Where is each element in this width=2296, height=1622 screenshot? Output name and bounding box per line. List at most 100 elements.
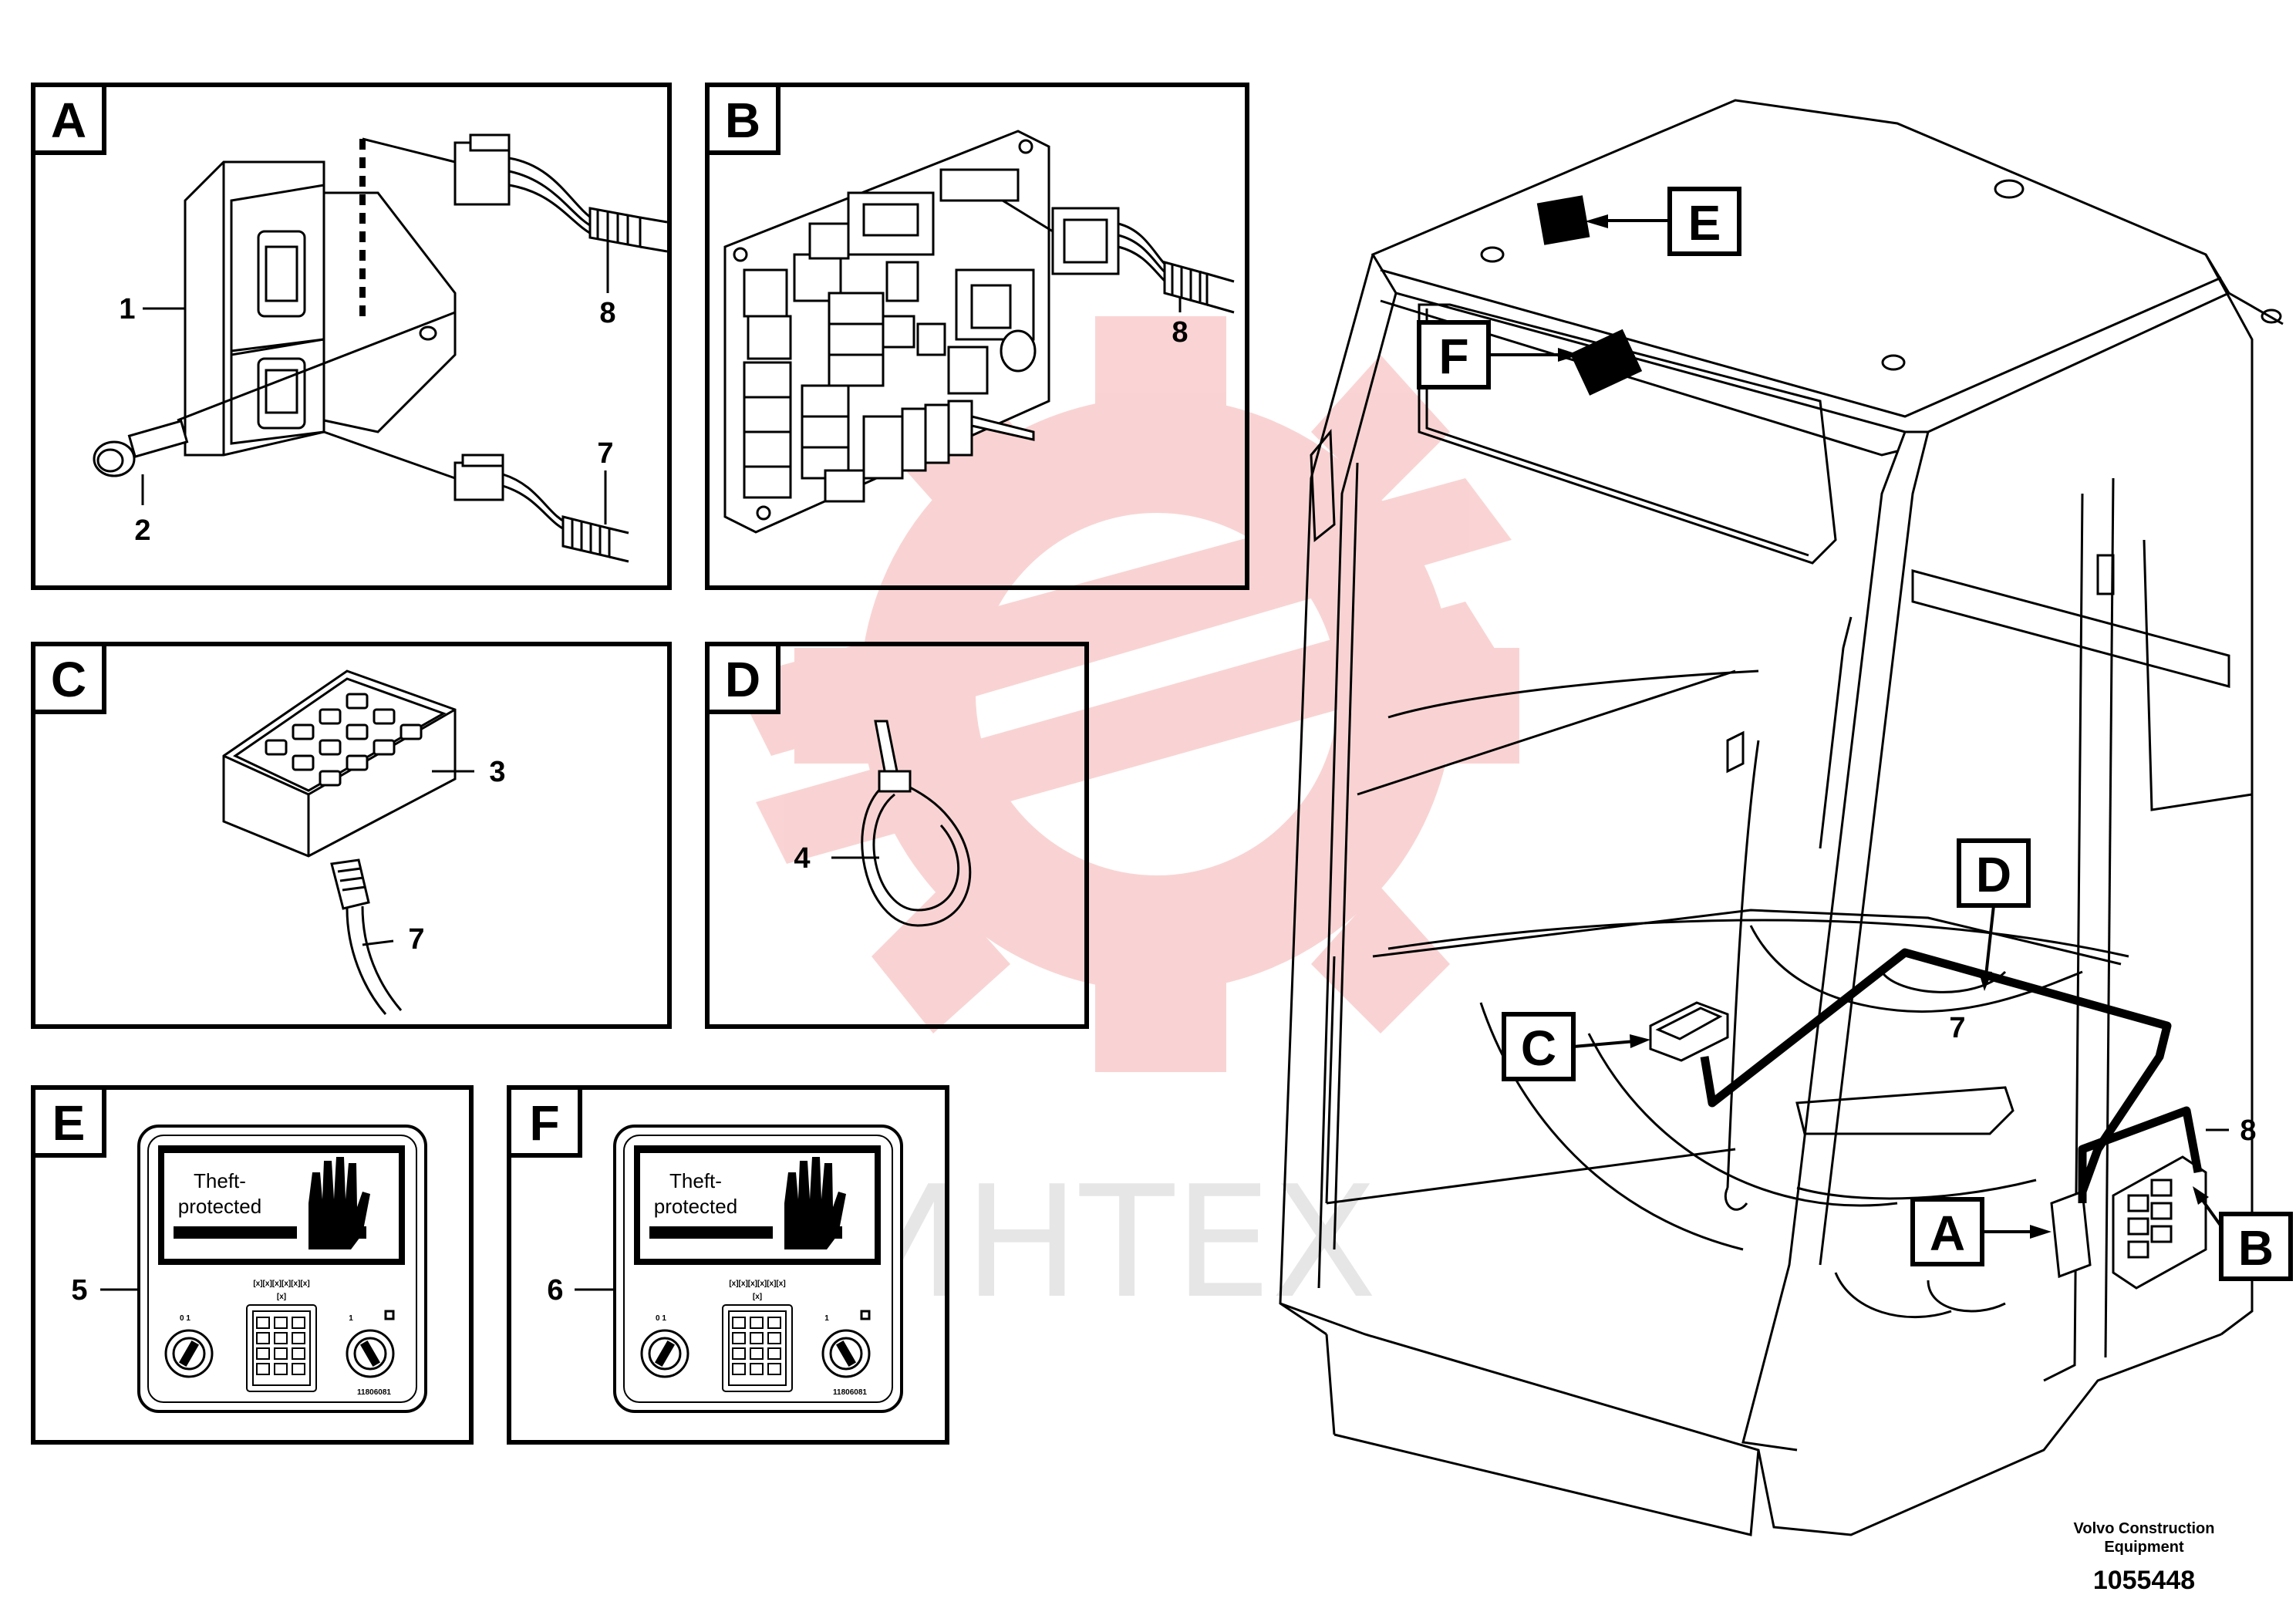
- panel-f-frame: [507, 1085, 949, 1445]
- panel-c-letter-box: [31, 642, 106, 714]
- callout-8-a: 8: [599, 297, 615, 329]
- panel-f-letter-box: [507, 1085, 582, 1158]
- connector-top: [453, 133, 595, 237]
- panel-e: E Theft- protected [x][x][x][x][x][x] [x…: [31, 1085, 474, 1445]
- hand-icon: [784, 1157, 846, 1249]
- harness-sleeve-top: [588, 207, 668, 253]
- electronic-unit-location: [2050, 1189, 2092, 1279]
- decal-f: Theft- protected [x][x][x][x][x][x] [x] …: [613, 1125, 903, 1413]
- callout-5: 5: [71, 1274, 87, 1307]
- decal-e-line1: Theft-: [194, 1169, 246, 1192]
- cable-7-route: [1700, 948, 2172, 1193]
- cab-label-f: F: [1417, 320, 1580, 389]
- hand-icon: [308, 1157, 370, 1249]
- svg-text:A: A: [1930, 1206, 1965, 1261]
- decal-e-left-key-icon: [164, 1329, 214, 1378]
- mounting-bracket: [323, 191, 457, 433]
- panel-d-letter-box: [705, 642, 781, 714]
- decal-e-part-no: 11806081: [357, 1388, 391, 1397]
- credit-line2: Equipment: [2104, 1539, 2184, 1556]
- panel-a-letter: A: [51, 93, 86, 148]
- cab-label-c: C: [1502, 1012, 1650, 1081]
- panel-a: A: [31, 83, 672, 590]
- cab-label-d: D: [1957, 838, 2031, 991]
- relay-board-location: [2112, 1155, 2207, 1290]
- decal-f-right-key-icon: [821, 1310, 871, 1378]
- leader-bottom-connector: [323, 430, 456, 480]
- theft-keypad: [222, 669, 457, 858]
- callout-6: 6: [547, 1274, 563, 1307]
- decal-f-line2: protected: [654, 1195, 737, 1218]
- decal-e-left-key-marks: 0 1: [180, 1314, 190, 1323]
- callout-3: 3: [489, 756, 505, 788]
- panel-a-frame: [31, 83, 672, 590]
- callout-8-b: 8: [1172, 316, 1188, 349]
- connector-bottom: [453, 454, 571, 534]
- panel-a-letter-box: [31, 83, 106, 155]
- svg-text:C: C: [1521, 1020, 1556, 1076]
- relay-board: [723, 130, 1050, 534]
- panel-c-letter: C: [51, 652, 86, 707]
- rj-plug-cable: [330, 858, 403, 1015]
- panel-d-frame: [705, 642, 1089, 1029]
- panel-c-frame: [31, 642, 672, 1029]
- hex-bolt: [93, 420, 189, 477]
- watermark-text: ИНТЕХ: [848, 1153, 1377, 1333]
- cab-label-b: B: [2193, 1186, 2293, 1281]
- harness-sleeve-b: [1163, 261, 1235, 314]
- callout-2: 2: [134, 514, 150, 547]
- harness-sleeve-bottom: [561, 515, 629, 563]
- callout-7-a: 7: [597, 437, 613, 470]
- credit-line1: Volvo Construction: [2074, 1520, 2215, 1537]
- panel-e-letter: E: [52, 1095, 86, 1151]
- leader-7-c: [362, 939, 394, 946]
- svg-text:D: D: [1976, 847, 2011, 902]
- decal-e-right-key-icon: [346, 1310, 395, 1378]
- panel-e-letter-box: [31, 1085, 106, 1158]
- callout-4: 4: [794, 842, 810, 875]
- cab-label-a: A: [1910, 1197, 2052, 1266]
- electronic-unit-housing: [184, 160, 325, 457]
- decal-e-right-key-mark: 1: [349, 1314, 353, 1323]
- cab-label-e: E: [1585, 187, 1741, 256]
- decal-e: Theft- protected [x][x][x][x][x][x] [x] …: [137, 1125, 427, 1413]
- decal-e-keypad-icon: [246, 1304, 317, 1392]
- panel-b: B: [705, 83, 1249, 590]
- decal-f-keypad-icon: [722, 1304, 793, 1392]
- decal-e-line2: protected: [178, 1195, 261, 1218]
- harness-8-route: [2078, 1106, 2203, 1203]
- keypad-buttons: [265, 693, 423, 787]
- panel-d: D 4: [705, 642, 1089, 1029]
- panel-f-letter: F: [529, 1095, 559, 1151]
- leader-top-connector: [362, 137, 456, 164]
- callout-1: 1: [119, 293, 135, 325]
- panel-b-frame: [705, 83, 1249, 590]
- decal-f-left-key-marks: 0 1: [656, 1314, 666, 1323]
- decal-f-code-small: [x]: [753, 1293, 762, 1301]
- keypad-location: [1649, 1001, 1729, 1062]
- connector-b: [1002, 199, 1173, 288]
- panel-d-letter: D: [725, 652, 760, 707]
- decal-f-location: [1569, 329, 1643, 396]
- decal-e-code-row: [x][x][x][x][x][x]: [253, 1280, 309, 1288]
- decal-f-line1: Theft-: [669, 1169, 722, 1192]
- panel-c: C 3: [31, 642, 672, 1029]
- bolt-axis-line: [177, 311, 456, 422]
- cable-tie: [861, 720, 972, 927]
- relay-blocks: [743, 168, 1037, 503]
- svg-text:B: B: [2238, 1220, 2274, 1276]
- svg-text:F: F: [1438, 329, 1468, 384]
- decal-f-part-no: 11806081: [833, 1388, 867, 1397]
- callout-7-c: 7: [408, 923, 424, 956]
- panel-e-frame: [31, 1085, 474, 1445]
- svg-text:E: E: [1688, 195, 1721, 251]
- decal-f-code-row: [x][x][x][x][x][x]: [729, 1280, 785, 1288]
- decal-f-left-key-icon: [640, 1329, 689, 1378]
- document-number: 1055448: [2093, 1566, 2195, 1595]
- cab-callout-7: 7: [1949, 1012, 1965, 1044]
- decal-e-location: [1536, 195, 1590, 245]
- operator-cab: [1279, 99, 2284, 1536]
- decal-e-code-small: [x]: [277, 1293, 286, 1301]
